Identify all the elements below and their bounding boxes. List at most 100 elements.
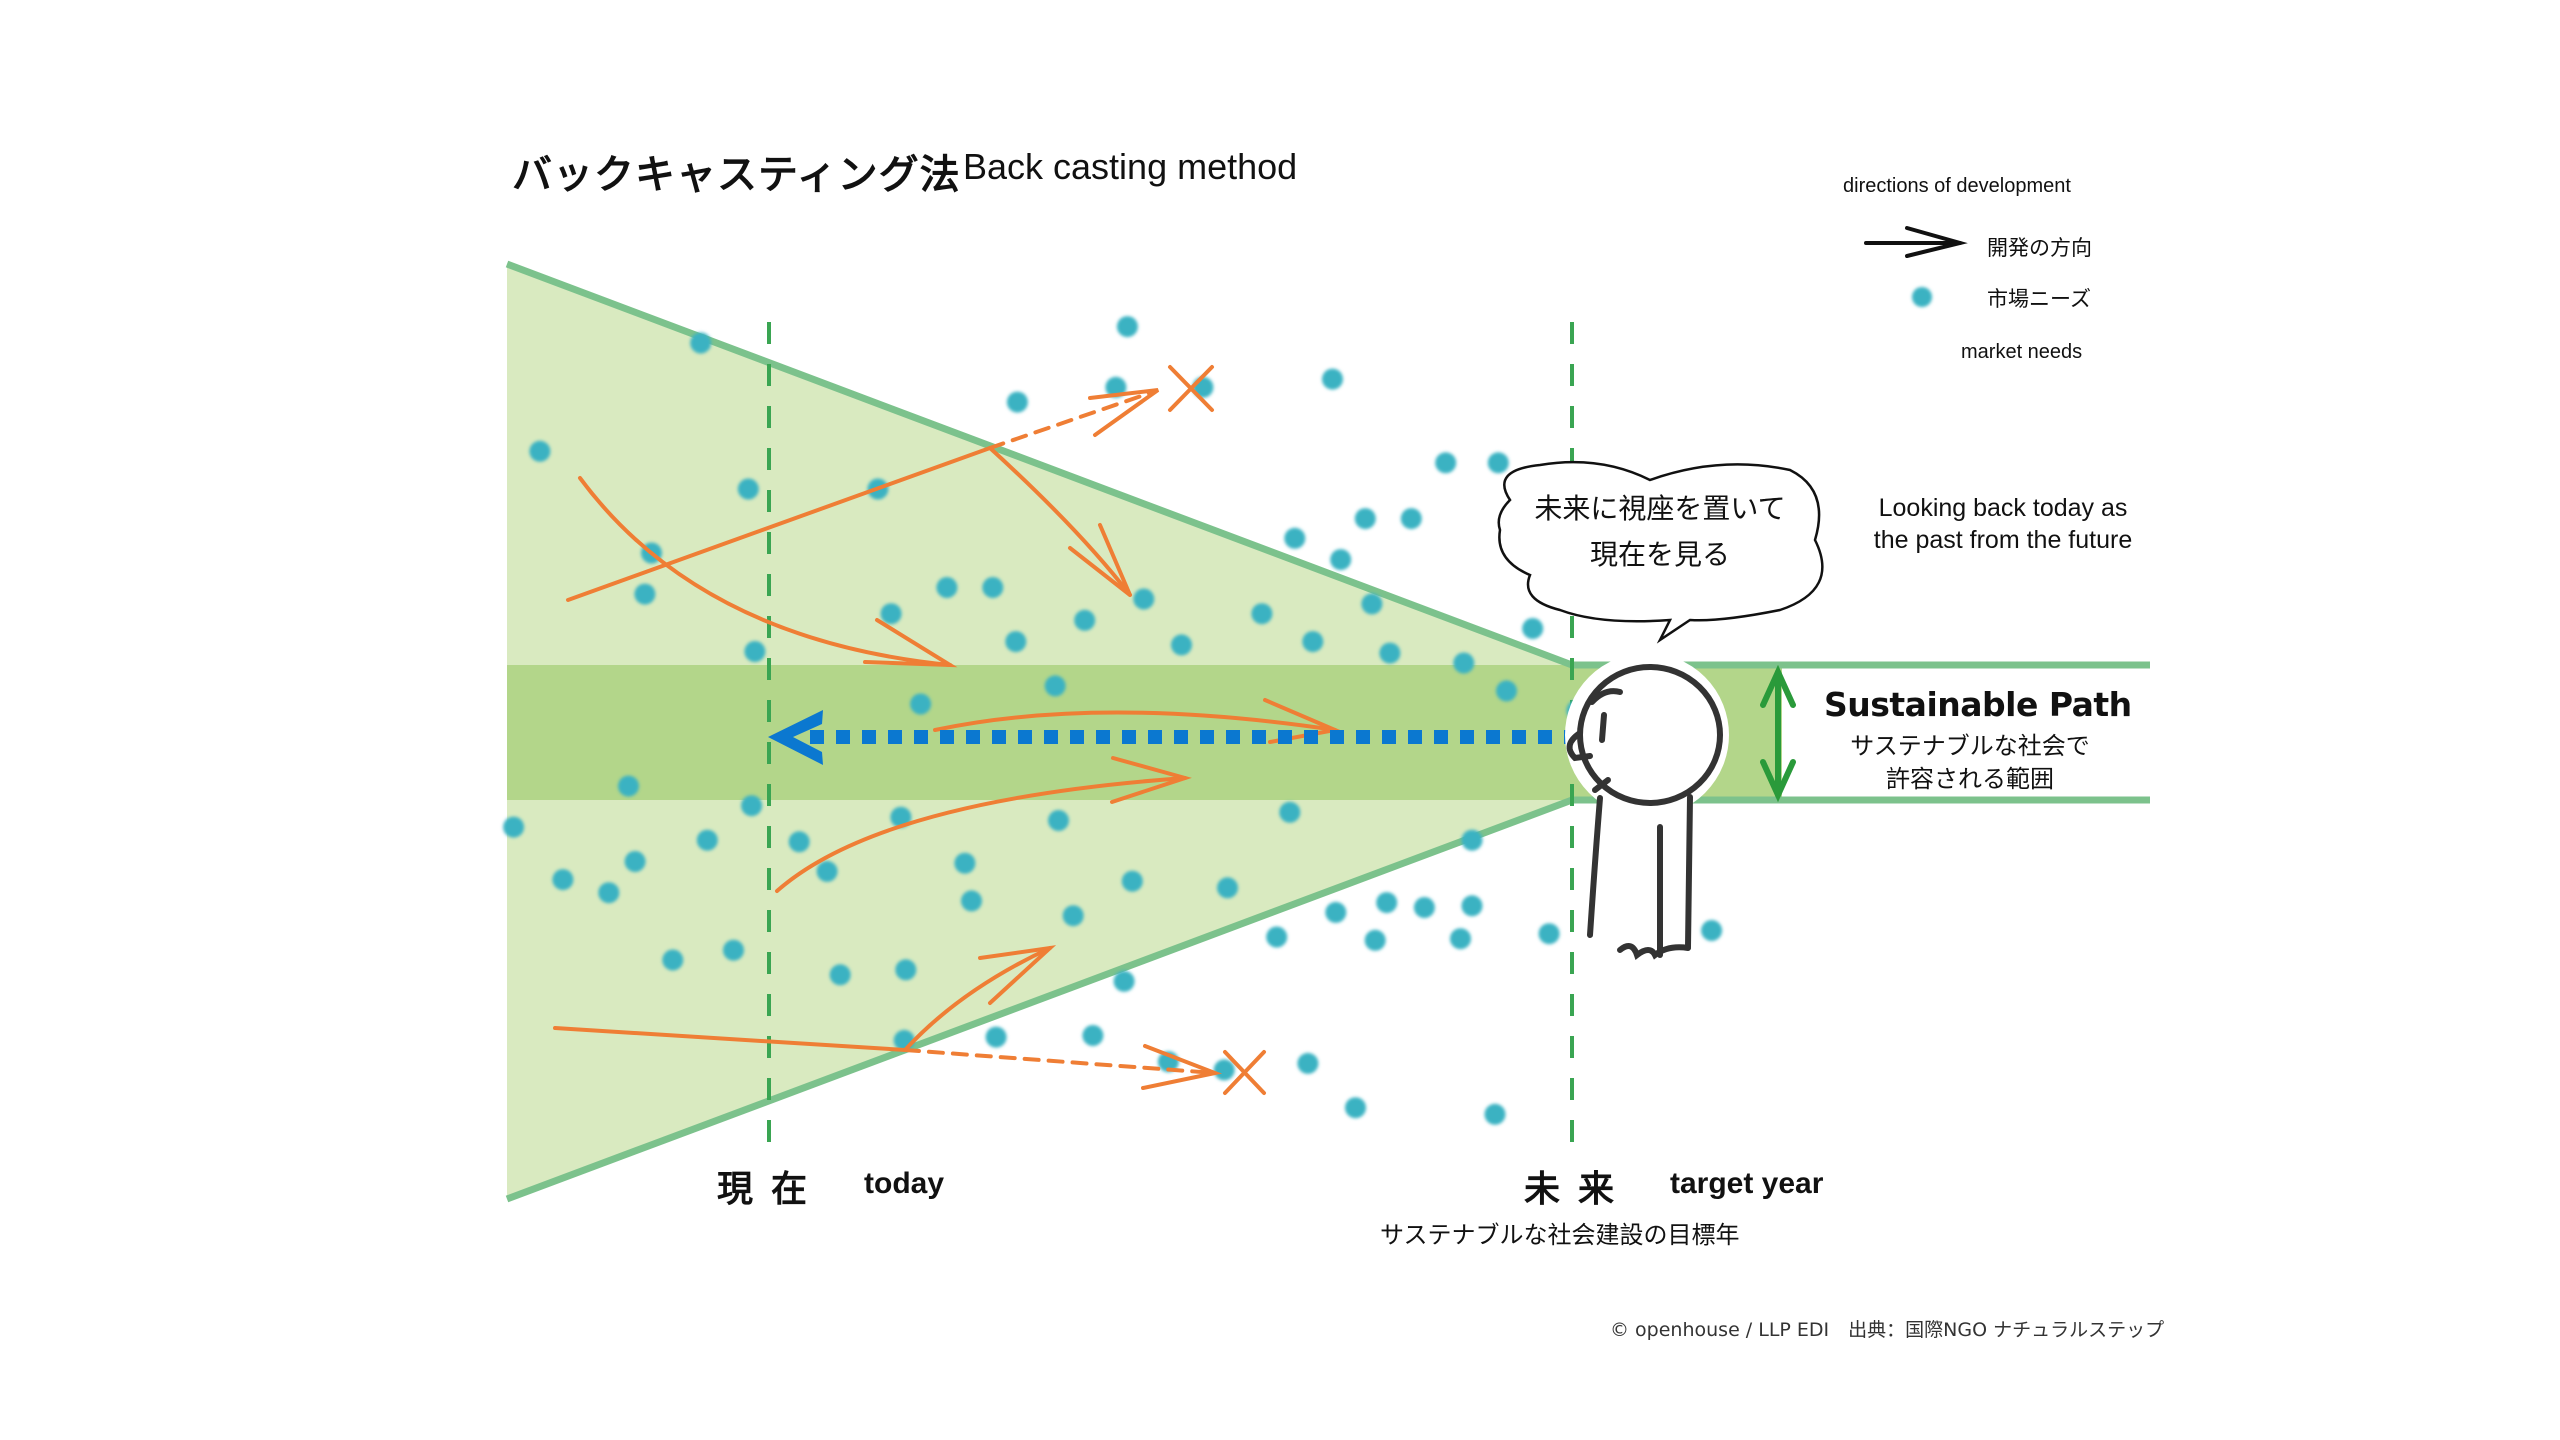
market-need-dot (1400, 508, 1422, 530)
legend-dot-label: 市場ニーズ (1987, 287, 2091, 311)
sustainable-path-title: Sustainable Path (1824, 685, 2132, 724)
market-need-dot (1453, 652, 1475, 674)
person-figure (1565, 653, 1729, 960)
funnel-upper-edge (505, 260, 1574, 669)
speech-bubble-text: 未来に視座を置いて 現在を見る (1500, 486, 1820, 578)
market-need-dot (1082, 1025, 1104, 1046)
market-need-dot (1461, 895, 1483, 917)
market-need-dot (910, 693, 932, 715)
market-need-dot (634, 583, 656, 605)
dev-arrow-3 (988, 446, 1132, 597)
legend-dot-icon (1912, 287, 1932, 307)
credit-line: © openhouse / LLP EDI 出典：国際NGO ナチュラルステップ (1610, 1319, 2165, 1341)
dev-arrow-5-head (1110, 756, 1192, 804)
market-need-dot (1116, 316, 1138, 338)
dev-arrow-1-fail-x (1168, 365, 1214, 412)
market-need-dot (503, 816, 525, 838)
market-need-dot (829, 964, 851, 986)
market-need-dot (1484, 1103, 1506, 1125)
market-need-dot (1005, 631, 1027, 653)
market-need-dot (1297, 1052, 1319, 1074)
market-need-dot (1461, 829, 1483, 851)
market-need-dot (690, 332, 712, 354)
legend-dot-label-en: market needs (1961, 341, 2083, 363)
legend-heading: directions of development (1843, 175, 2071, 197)
sustainable-path-line-2: 許容される範囲 (1886, 765, 2054, 793)
market-need-dot (1074, 609, 1096, 631)
dev-arrow-6-fail-x (1223, 1050, 1266, 1095)
market-need-dot (1379, 642, 1401, 664)
market-need-dot (1487, 452, 1509, 474)
dev-arrow-2 (578, 476, 952, 667)
dev-arrow-5 (775, 776, 1187, 893)
market-need-dot (696, 829, 718, 851)
range-double-arrow (1760, 664, 1796, 803)
market-need-dot (816, 860, 838, 882)
future-label-subtitle: サステナブルな社会建設の目標年 (1380, 1221, 1740, 1249)
title-japanese: バックキャスティング法 (512, 152, 961, 198)
market-need-dot (1279, 801, 1301, 823)
market-need-dot (895, 959, 917, 981)
dev-arrow-1-dashed (988, 391, 1152, 450)
market-need-dot (741, 795, 763, 817)
market-need-dot (1266, 926, 1288, 948)
market-need-dot (936, 577, 958, 598)
market-need-dot (1133, 588, 1155, 610)
market-need-dot (1302, 631, 1324, 653)
future-label-japanese: 未来 (1524, 1169, 1633, 1210)
market-need-dot (1345, 1097, 1366, 1119)
dev-arrow-3-head (1068, 523, 1132, 597)
dev-arrow-6 (553, 1026, 907, 1052)
sustainable-path-subtitle: サステナブルな社会で 許容される範囲 (1820, 730, 2120, 796)
market-need-dot (1522, 618, 1544, 639)
market-need-dot (624, 851, 646, 872)
dev-arrow-1-head (1088, 388, 1160, 437)
market-need-dot (529, 440, 551, 462)
speech-bubble-line-2: 現在を見る (1589, 538, 1730, 571)
market-need-dot (1113, 970, 1135, 992)
market-need-dot (1006, 391, 1028, 413)
dev-arrow-6-branch (903, 946, 1052, 1052)
market-need-dot (1330, 549, 1352, 571)
dev-arrow-4 (933, 710, 1337, 732)
looking-back-line-2: the past from the future (1873, 526, 2133, 554)
market-need-dot (1413, 897, 1435, 918)
market-need-dot (1213, 1059, 1235, 1081)
market-need-dot (1121, 870, 1143, 892)
legend-arrow-label: 開発の方向 (1987, 236, 2092, 260)
speech-bubble-line-1: 未来に視座を置いて (1534, 492, 1786, 525)
dev-arrow-2-head (863, 618, 958, 668)
backcast-arrowhead (768, 710, 823, 765)
market-need-dot (1376, 892, 1398, 914)
today-label-english: today (864, 1167, 945, 1200)
market-need-dot (1496, 680, 1517, 702)
looking-back-caption: Looking back today as the past from the … (1858, 492, 2148, 556)
market-need-dot (1217, 877, 1238, 899)
market-need-dot (1044, 675, 1066, 697)
market-need-dot (744, 641, 766, 662)
market-need-dot (598, 882, 620, 904)
market-need-dot (1354, 508, 1376, 530)
market-need-dot (954, 852, 976, 874)
today-label-japanese: 現在 (717, 1169, 826, 1210)
dev-arrow-6-branch-head (978, 945, 1057, 1005)
market-need-dot (1450, 928, 1471, 950)
sustainable-path-line-1: サステナブルな社会で (1850, 732, 2090, 760)
market-need-dot (1538, 923, 1560, 945)
market-need-dot (1171, 634, 1192, 656)
looking-back-line-1: Looking back today as (1878, 494, 2128, 522)
market-need-dot (723, 939, 744, 961)
market-need-dot (880, 603, 902, 625)
market-need-dot (1701, 920, 1723, 941)
market-need-dot (1325, 901, 1347, 923)
market-need-dot (1062, 905, 1084, 927)
market-need-dot (1364, 929, 1386, 951)
market-need-dot (788, 831, 810, 853)
dev-arrow-1 (566, 446, 992, 602)
dev-arrow-6-head (1141, 1044, 1223, 1090)
market-need-dot (1435, 452, 1457, 474)
market-need-dot (1284, 527, 1306, 549)
market-need-dot (985, 1026, 1007, 1048)
dev-arrow-6-dashed (903, 1048, 1217, 1075)
